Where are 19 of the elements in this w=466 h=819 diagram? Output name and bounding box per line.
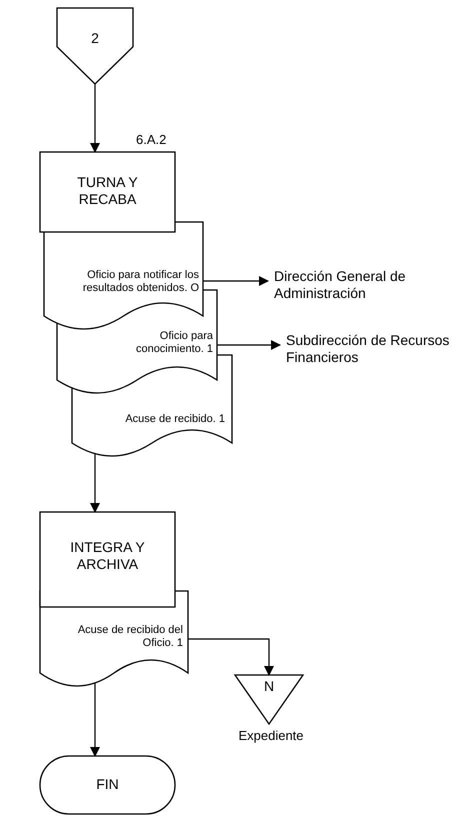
document-text: Oficio para notificar los resultados obtenidos. O (82, 269, 199, 296)
node-label: INTEGRA Y ARCHIVA (69, 539, 146, 573)
arrow (217, 340, 281, 350)
arrow (90, 84, 100, 153)
destination-text: Subdirección de Recursos Financieros (286, 332, 450, 366)
node-label: 2 (90, 30, 100, 47)
node-label: FIN (95, 776, 120, 793)
node-label: TURNA Y RECABA (76, 174, 139, 208)
node-label: N (262, 678, 276, 695)
arrow (90, 453, 100, 513)
destination-text: Dirección General de Administración (274, 268, 407, 302)
arrow (90, 683, 100, 757)
caption-text: Expediente (237, 728, 305, 744)
reference-code: 6.A.2 (136, 132, 166, 148)
arrow (188, 638, 274, 676)
document-text: Acuse de recibido. 1 (124, 413, 225, 426)
document-text: Oficio para conocimiento. 1 (134, 330, 213, 356)
document-text: Acuse de recibido del Oficio. 1 (76, 624, 183, 650)
arrow (203, 276, 269, 286)
